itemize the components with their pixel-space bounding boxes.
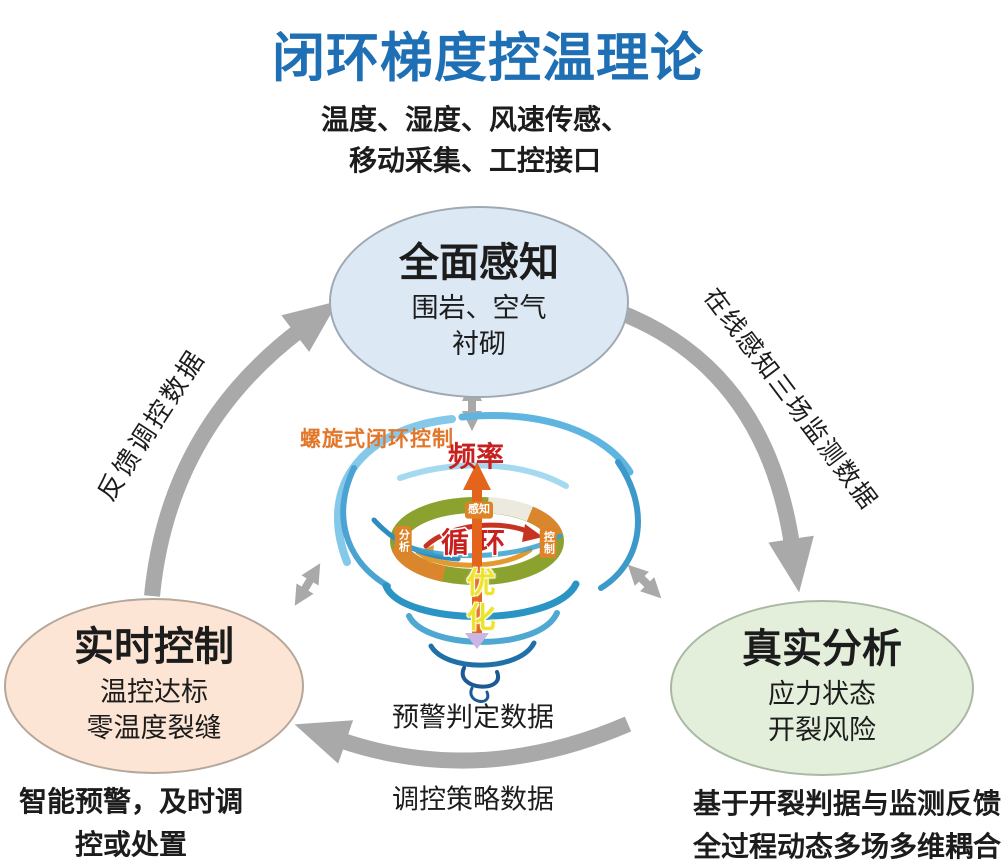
node-realtime-control: 实时控制 温控达标 零温度裂缝 xyxy=(4,598,304,774)
ring-tab-analyze: 分析 xyxy=(394,526,412,556)
node-real-analysis-line2: 开裂风险 xyxy=(768,715,876,746)
label-optimize: 优化 xyxy=(462,567,496,637)
label-warning-judgment-data: 预警判定数据 xyxy=(392,702,554,734)
double-arrow-right-icon xyxy=(627,564,662,599)
sensor-subtitle: 温度、湿度、风速传感、 移动采集、工控接口 xyxy=(250,100,700,181)
node-perception: 全面感知 围岩、空气 衬砌 xyxy=(329,206,629,398)
caption-coupling-line2: 全过程动态多场多维耦合 xyxy=(692,830,1001,864)
node-real-analysis: 真实分析 应力状态 开裂风险 xyxy=(670,600,974,776)
node-realtime-control-line2: 零温度裂缝 xyxy=(86,713,222,744)
sensor-subtitle-line1: 温度、湿度、风速传感、 xyxy=(320,103,629,136)
sensor-subtitle-line2: 移动采集、工控接口 xyxy=(348,143,601,177)
feedback-arc-arrow xyxy=(144,301,339,597)
double-arrow-left-icon xyxy=(294,563,321,606)
caption-smart-warning-line2: 控或处置 xyxy=(74,828,187,862)
online-sensing-arc-arrow xyxy=(620,306,814,593)
node-real-analysis-title: 真实分析 xyxy=(742,625,902,672)
page-title: 闭环梯度控温理论 xyxy=(272,28,704,89)
ring-tab-perceive: 感知 xyxy=(465,501,493,519)
caption-smart-warning-line1: 智能预警，及时调 xyxy=(18,785,243,818)
bottom-arc-arrow xyxy=(294,716,632,769)
node-real-analysis-line1: 应力状态 xyxy=(768,678,876,710)
label-frequency: 频率 xyxy=(447,440,505,473)
node-realtime-control-line1: 温控达标 xyxy=(100,676,208,708)
ring-tab-control: 控制 xyxy=(539,528,557,558)
tornado-swirls-back xyxy=(333,412,641,591)
caption-coupling-line1: 基于开裂判据与监测反馈 xyxy=(692,787,1001,820)
label-control-strategy-data: 调控策略数据 xyxy=(392,784,554,816)
caption-smart-warning: 智能预警，及时调 控或处置 xyxy=(0,780,262,867)
caption-coupling: 基于开裂判据与监测反馈 全过程动态多场多维耦合 xyxy=(685,782,1004,868)
label-spiral-closed-loop: 螺旋式闭环控制 xyxy=(300,427,454,451)
node-perception-title: 全面感知 xyxy=(399,239,559,286)
node-perception-line1: 围岩、空气 xyxy=(411,292,547,324)
node-realtime-control-title: 实时控制 xyxy=(74,623,234,670)
node-perception-line2: 衬砌 xyxy=(452,329,506,360)
